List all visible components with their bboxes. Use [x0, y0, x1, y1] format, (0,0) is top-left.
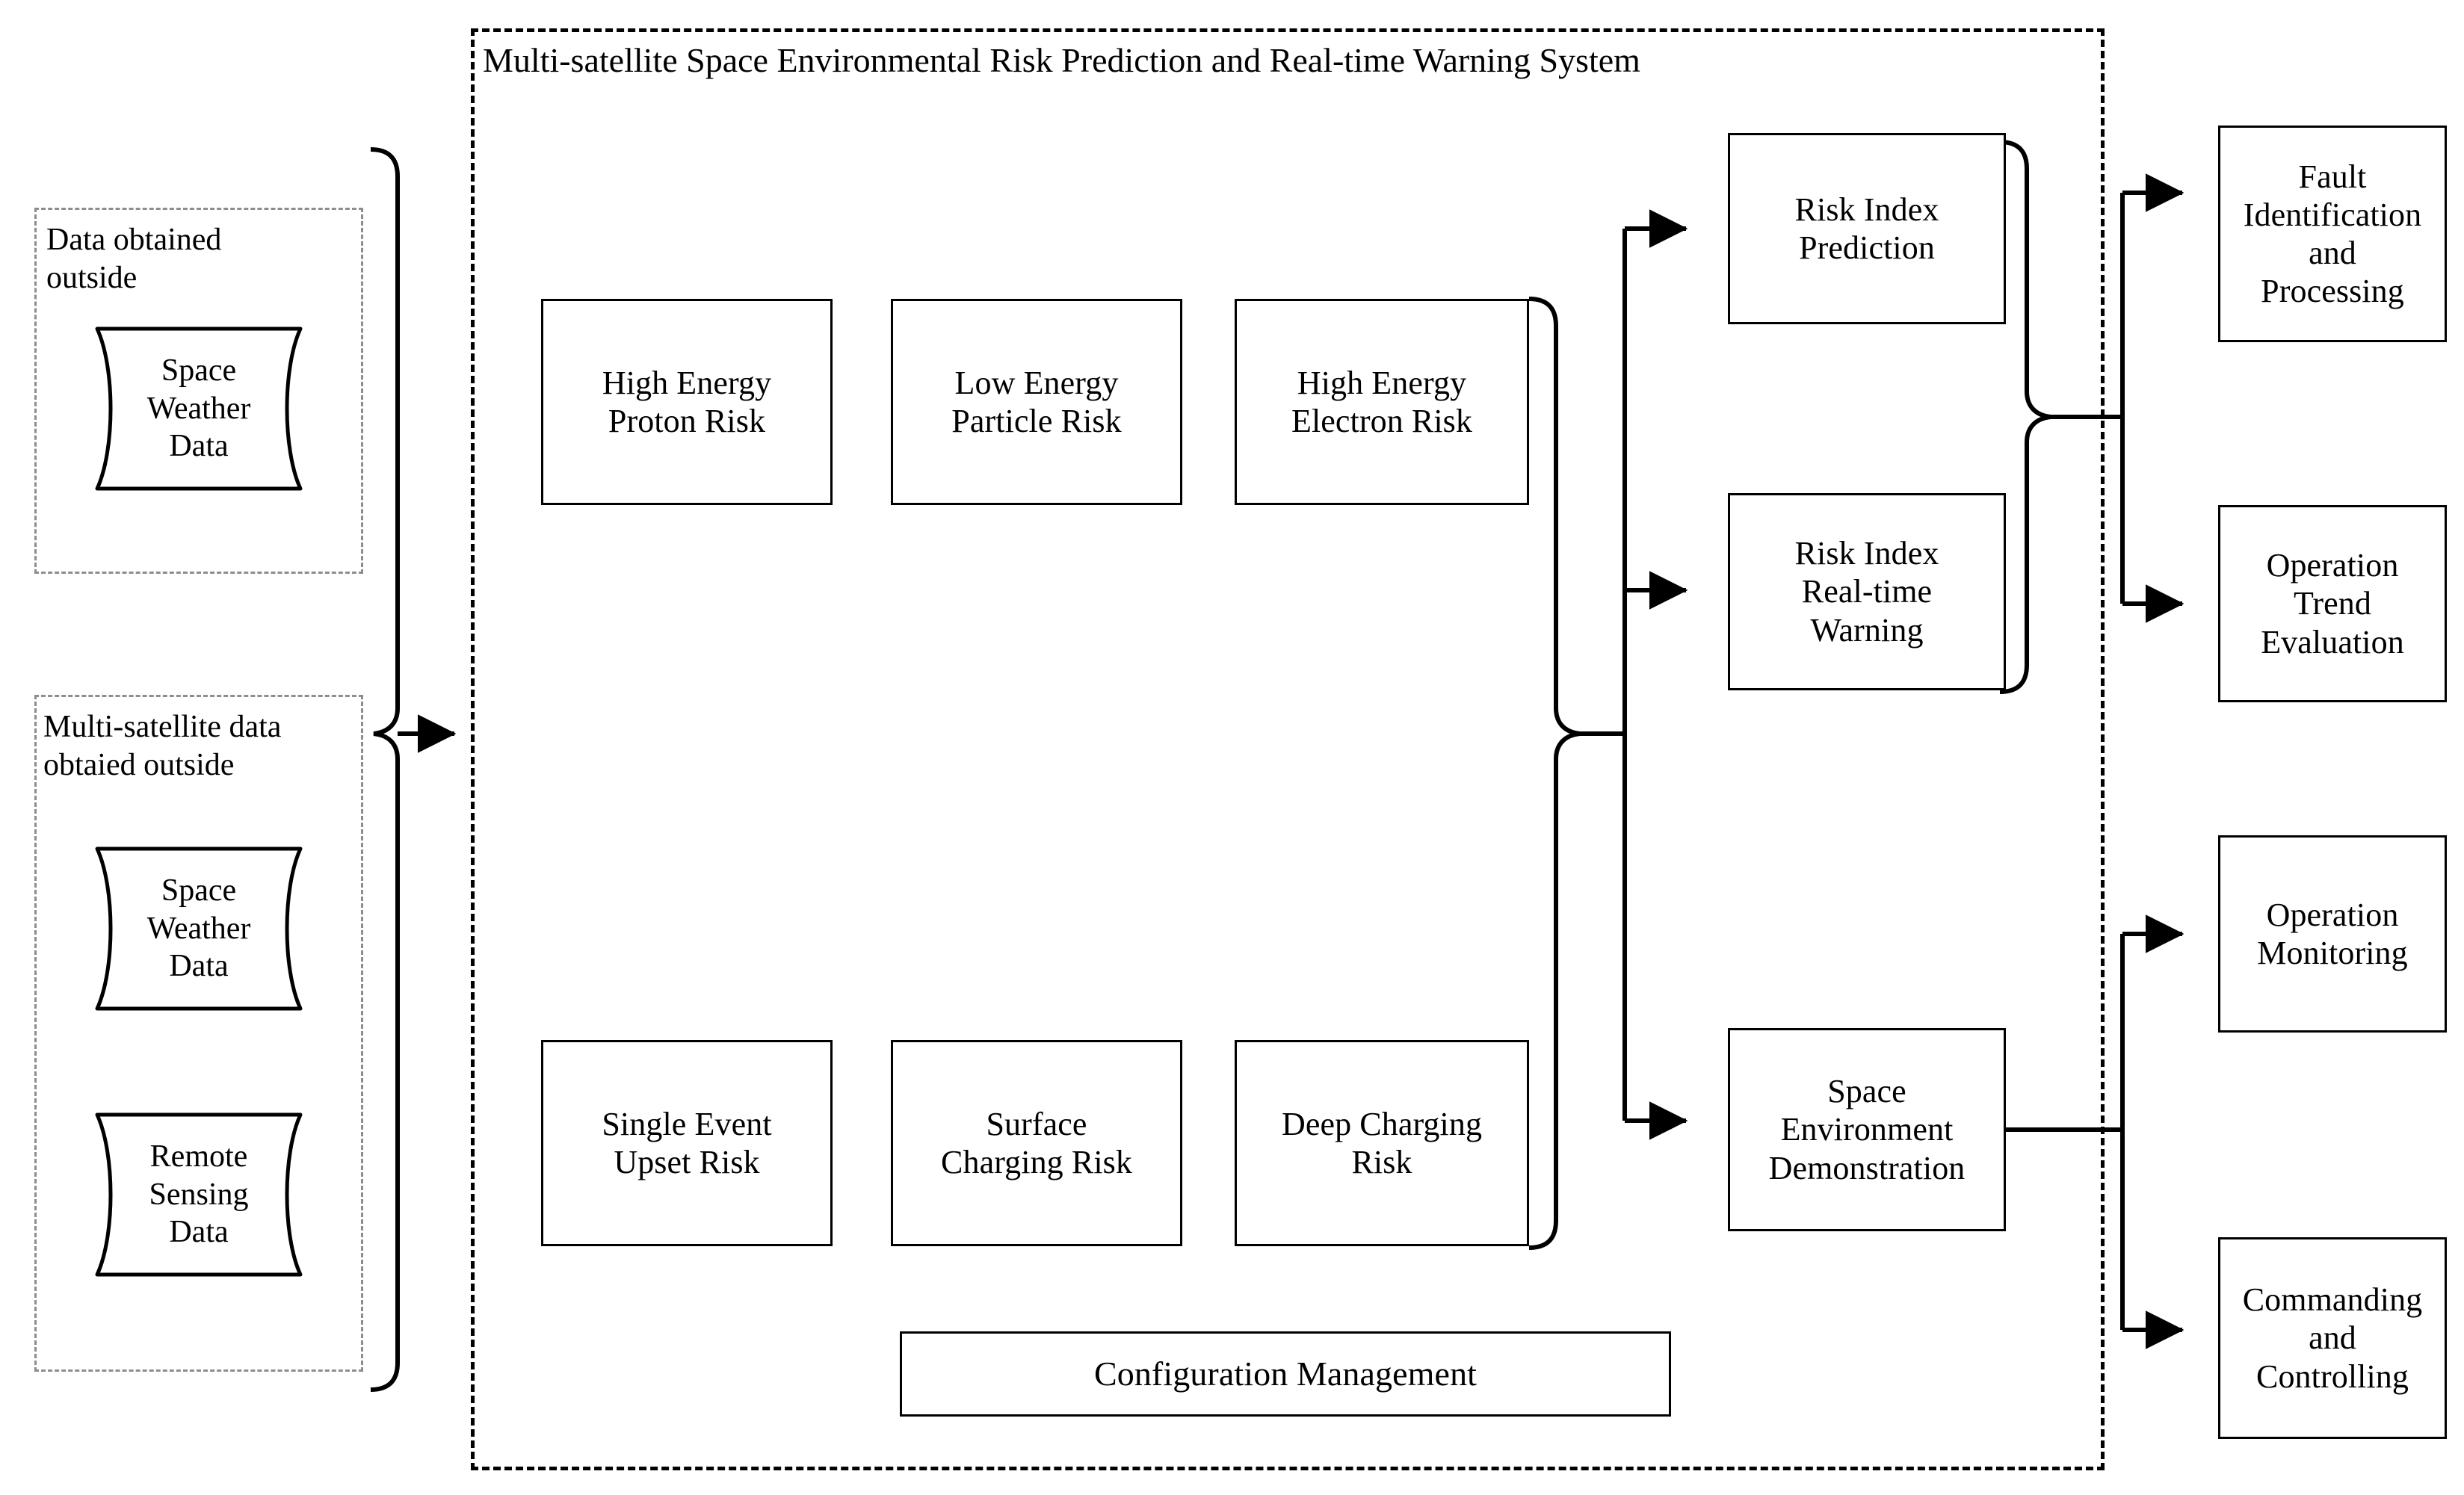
risk-module-low-energy-particle[interactable]: Low Energy Particle Risk — [891, 299, 1182, 505]
risk-module-label: Deep Charging Risk — [1281, 1105, 1483, 1180]
processing-risk-index-realtime-warning[interactable]: Risk Index Real-time Warning — [1728, 493, 2006, 690]
configuration-management-bar[interactable]: Configuration Management — [900, 1331, 1671, 1417]
input-group-multisatellite-data — [34, 695, 363, 1372]
processing-label: Risk Index Real-time Warning — [1794, 535, 1939, 649]
output-commanding-and-controlling[interactable]: Commanding and Controlling — [2218, 1237, 2447, 1439]
risk-module-high-energy-electron[interactable]: High Energy Electron Risk — [1235, 299, 1529, 505]
output-label: Operation Monitoring — [2257, 896, 2408, 971]
input-group-multisatellite-data-title: Multi-satellite data obtaied outside — [43, 710, 282, 783]
output-fault-identification-and-processing[interactable]: Fault Identification and Processing — [2218, 126, 2447, 342]
processing-label: Risk Index Prediction — [1794, 191, 1939, 266]
data-source-label: Space Weather Data — [146, 353, 251, 464]
output-label: Commanding and Controlling — [2242, 1281, 2423, 1395]
risk-module-surface-charging[interactable]: Surface Charging Risk — [891, 1040, 1182, 1246]
risk-module-label: Surface Charging Risk — [941, 1105, 1132, 1180]
output-label: Operation Trend Evaluation — [2261, 547, 2404, 660]
data-source-space-weather-1: Space Weather Data — [87, 323, 311, 495]
configuration-management-label: Configuration Management — [1093, 1355, 1478, 1393]
data-source-label: Space Weather Data — [146, 873, 251, 984]
output-operation-trend-evaluation[interactable]: Operation Trend Evaluation — [2218, 505, 2447, 702]
risk-module-high-energy-proton[interactable]: High Energy Proton Risk — [541, 299, 833, 505]
processing-risk-index-prediction[interactable]: Risk Index Prediction — [1728, 133, 2006, 324]
processing-space-environment-demonstration[interactable]: Space Environment Demonstration — [1728, 1028, 2006, 1231]
risk-module-label: Low Energy Particle Risk — [951, 364, 1122, 439]
processing-label: Space Environment Demonstration — [1768, 1073, 1966, 1186]
data-source-space-weather-2: Space Weather Data — [87, 843, 311, 1015]
system-title: Multi-satellite Space Environmental Risk… — [483, 41, 1640, 79]
risk-module-label: Single Event Upset Risk — [602, 1105, 772, 1180]
risk-module-single-event-upset[interactable]: Single Event Upset Risk — [541, 1040, 833, 1246]
risk-module-deep-charging[interactable]: Deep Charging Risk — [1235, 1040, 1529, 1246]
risk-module-label: High Energy Electron Risk — [1291, 364, 1473, 439]
output-label: Fault Identification and Processing — [2243, 158, 2422, 310]
input-group-external-data — [34, 208, 363, 574]
output-operation-monitoring[interactable]: Operation Monitoring — [2218, 835, 2447, 1033]
data-source-remote-sensing: Remote Sensing Data — [87, 1109, 311, 1281]
input-brace — [370, 147, 400, 1392]
data-source-label: Remote Sensing Data — [149, 1139, 249, 1250]
risk-module-label: High Energy Proton Risk — [602, 364, 772, 439]
input-group-external-data-title: Data obtained outside — [46, 223, 222, 296]
system-boundary — [471, 28, 2105, 1470]
